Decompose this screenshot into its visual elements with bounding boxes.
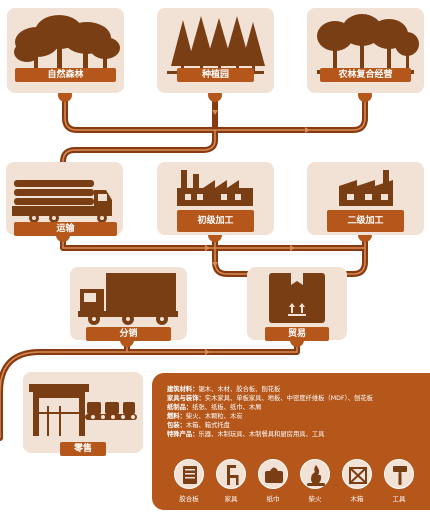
stage-label-distribution: 分销	[86, 327, 171, 341]
transport-card: 运输	[6, 162, 123, 236]
crate-icon	[349, 467, 367, 484]
distribution-card: 分销	[70, 267, 187, 341]
category-line: 纸制品：纸张、纸板、纸巾、木屑	[167, 404, 262, 411]
trade-card: 贸易	[247, 267, 347, 341]
stage-label-trade: 贸易	[265, 327, 329, 341]
stage-label-agroforestry: 农林复合经营	[320, 68, 411, 82]
plantation-card: 种植园	[157, 8, 274, 93]
stage-label-natural-forest: 自然森林	[15, 68, 116, 82]
product-tools: 工具	[379, 459, 419, 503]
product-plywood: 胶合板	[169, 459, 209, 503]
factory-icon	[339, 170, 393, 206]
chair-icon	[227, 465, 239, 485]
firewood-icon	[307, 465, 325, 486]
stage-label-plantation: 种植园	[177, 68, 254, 82]
tool-icon	[393, 466, 407, 485]
product-furniture: 家具	[211, 459, 251, 503]
natural-forest-card: 自然森林	[7, 8, 124, 93]
truck-icon	[78, 273, 178, 325]
agroforestry-card: 农林复合经营	[307, 8, 424, 93]
log-truck-icon	[12, 180, 112, 223]
store-icon	[29, 384, 137, 436]
primary-processing-card: 初级加工	[157, 162, 274, 235]
category-line: 燃料：柴火、木颗粒、木炭	[167, 413, 243, 420]
product-crate: 木箱	[337, 459, 377, 503]
category-line: 家具与装饰：实木家具、单板家具、地板、中密度纤维板（MDF）、刨花板	[167, 395, 373, 402]
sawmill-icon	[177, 170, 253, 206]
product-info-panel: 建筑材料：锯木、木材、胶合板、刨花板 家具与装饰：实木家具、单板家具、地板、中密…	[152, 373, 430, 510]
stage-label-transport: 运输	[14, 222, 117, 236]
stage-label-retail: 零售	[60, 442, 106, 456]
stage-label-secondary-processing: 二级加工	[327, 210, 404, 232]
category-line: 包装：木箱、箱式托盘	[167, 422, 230, 429]
product-firewood: 柴火	[295, 459, 335, 503]
tissue-icon	[265, 467, 283, 483]
stage-label-primary-processing: 初级加工	[177, 210, 254, 232]
plywood-icon	[183, 466, 197, 484]
category-line: 建筑材料：锯木、木材、胶合板、刨花板	[167, 386, 281, 393]
retail-card: 零售	[23, 372, 143, 456]
secondary-processing-card: 二级加工	[307, 162, 424, 235]
product-tissue: 纸巾	[253, 459, 293, 503]
product-categories: 建筑材料：锯木、木材、胶合板、刨花板 家具与装饰：实木家具、单板家具、地板、中密…	[167, 385, 425, 439]
package-icon	[269, 273, 325, 323]
category-line: 特殊产品：乐器、木制玩具、木制餐具和厨房用具、工具	[167, 431, 325, 438]
